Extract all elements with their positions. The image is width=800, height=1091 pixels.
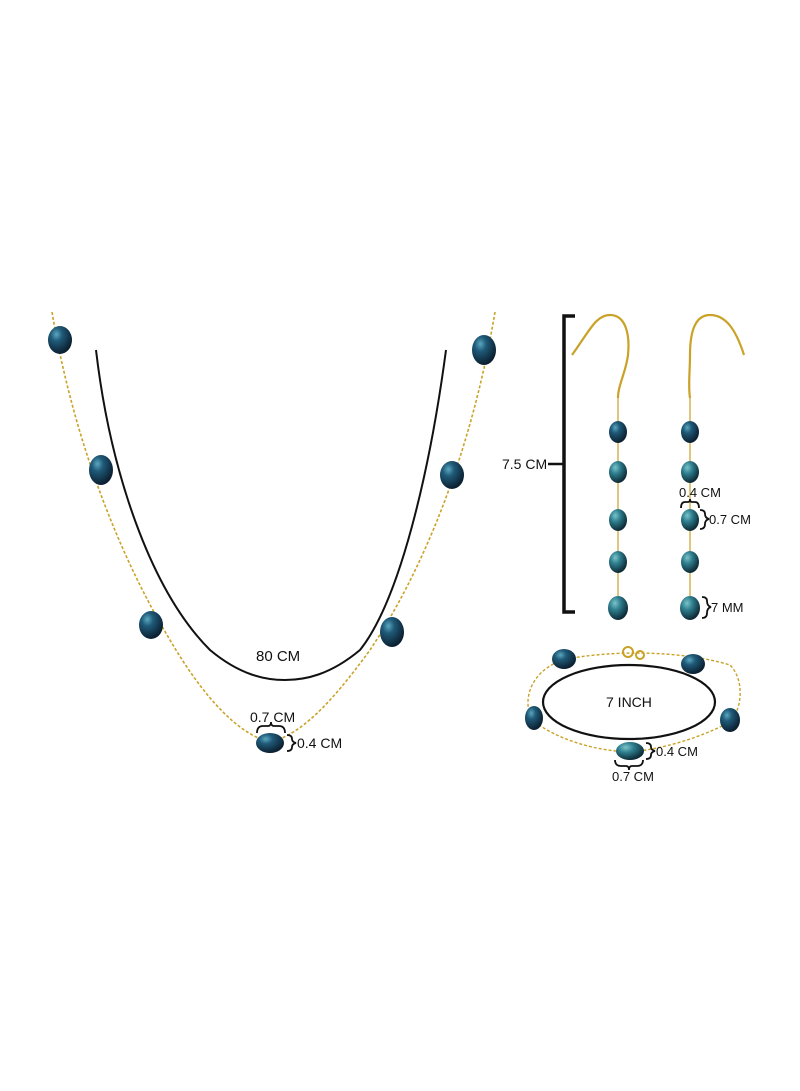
earring-hook [571, 313, 630, 399]
earring-length-bracket [562, 314, 575, 614]
earring-size-brace [701, 596, 712, 619]
earring-left [571, 313, 630, 620]
necklace-pearl [139, 611, 163, 639]
earring-pearl [681, 461, 699, 483]
necklace-pearl-width-label: 0.7 CM [250, 709, 295, 725]
earring-pearl [681, 509, 699, 531]
earrings: 7.5 CM 0.4 CM 0.7 CM 7 MM [502, 313, 751, 620]
bracelet-clasp [622, 646, 634, 658]
earring-pearl-size-label: 7 MM [711, 600, 744, 615]
bracelet: 7 INCH 0.4 CM 0.7 CM [525, 646, 741, 784]
earring-hook [688, 313, 746, 399]
necklace: 80 CM 0.7 CM 0.4 CM [48, 311, 496, 753]
necklace-pearl [472, 335, 496, 365]
necklace-pearl [48, 326, 72, 354]
bracelet-pearl [525, 706, 543, 730]
necklace-height-brace [286, 734, 297, 752]
earring-length-label: 7.5 CM [502, 456, 547, 472]
bracelet-pearl [720, 708, 740, 732]
earring-pearl [680, 596, 700, 620]
bracelet-pearl-height-label: 0.4 CM [656, 744, 698, 759]
necklace-pearl [89, 455, 113, 485]
earring-pearl [609, 461, 627, 483]
earring-pearl [609, 509, 627, 531]
necklace-pearl [440, 461, 464, 489]
bracelet-pearl [616, 742, 644, 760]
bracelet-width-brace [614, 759, 644, 771]
necklace-chain [51, 311, 496, 743]
bracelet-pearl-width-label: 0.7 CM [612, 769, 654, 784]
earring-height-brace [699, 509, 710, 530]
necklace-length-label: 80 CM [256, 648, 300, 665]
necklace-pearl [380, 617, 404, 647]
earring-right [680, 313, 746, 620]
earring-pearl [609, 421, 627, 443]
earring-pearl-height-label: 0.7 CM [709, 512, 751, 527]
bracelet-clasp-ring [635, 650, 645, 660]
bracelet-length-loop [541, 663, 717, 741]
necklace-length-curve [95, 349, 447, 682]
bracelet-length-label: 7 INCH [606, 694, 652, 710]
bracelet-pearl [552, 649, 576, 669]
necklace-width-brace [256, 721, 286, 734]
earring-pearl [681, 551, 699, 573]
necklace-pearl-height-label: 0.4 CM [297, 735, 342, 751]
earring-pearl-width-label: 0.4 CM [679, 485, 721, 500]
earring-width-brace [680, 498, 700, 509]
earring-pearl [681, 421, 699, 443]
earring-pearl [608, 596, 628, 620]
bracelet-pearl [681, 654, 705, 674]
necklace-pearl [256, 733, 284, 753]
bracelet-height-brace [645, 742, 656, 760]
earring-pearl [609, 551, 627, 573]
